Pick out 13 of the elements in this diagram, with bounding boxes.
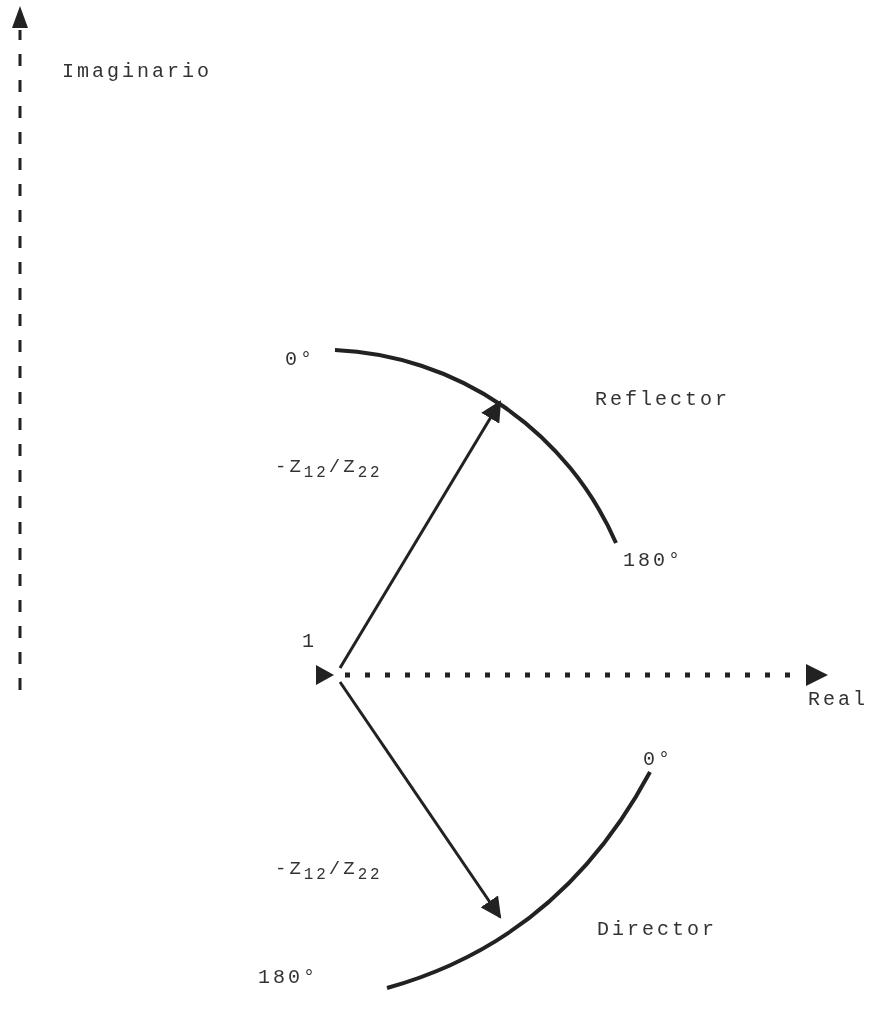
angle-label: 180° <box>623 551 683 571</box>
angle-label: 180° <box>258 968 318 988</box>
node-label: Director <box>597 920 717 940</box>
axis-label: Imaginario <box>62 62 213 82</box>
edge-label: -Z$_{12}$/Z$_{22}$ <box>275 860 383 884</box>
node-label: Reflector <box>595 390 731 410</box>
arrow <box>338 400 502 669</box>
angle-label: 0° <box>643 750 673 770</box>
edge-label: -Z$_{12}$/Z$_{22}$ <box>275 458 383 482</box>
node-label: 1 <box>302 632 317 652</box>
axis-label: Real <box>808 690 868 710</box>
angle-label: 0° <box>285 350 315 370</box>
arrow <box>338 681 502 919</box>
